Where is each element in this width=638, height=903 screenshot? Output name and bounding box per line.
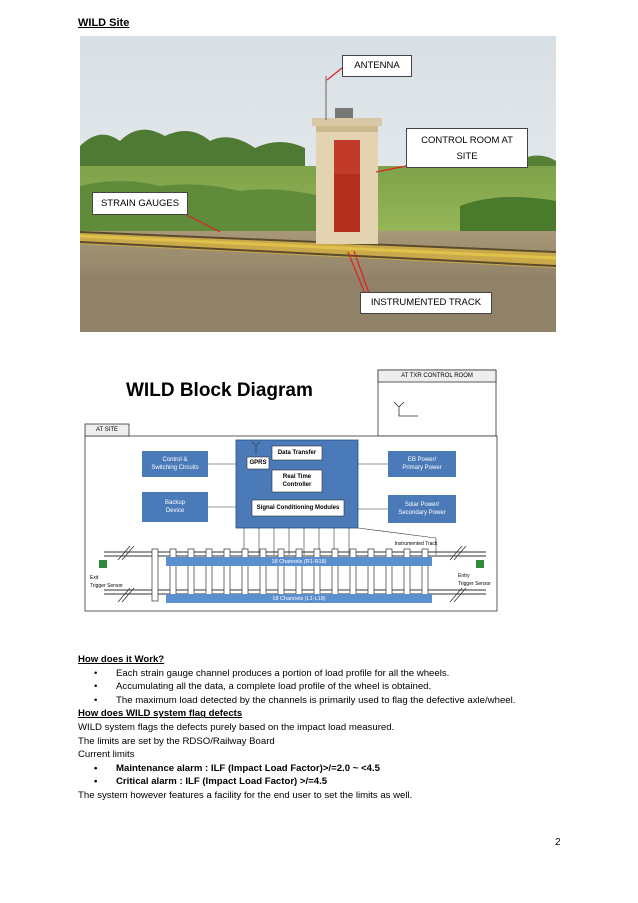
strain-gauges-callout: STRAIN GAUGES — [92, 192, 188, 215]
control-room-callout: CONTROL ROOM AT SITE — [406, 128, 528, 168]
backup-device-module: Backup Device — [164, 500, 185, 514]
channels-left-label: 18 Channels (L1-L18) — [272, 596, 326, 602]
block-diagram-drawing — [84, 369, 498, 612]
how-bullet-list: Each strain gauge channel produces a por… — [78, 667, 578, 708]
solar-power-module: Solar Power/ Secondary Power — [398, 502, 446, 516]
page-number: 2 — [555, 837, 561, 848]
body-text: How does it Work? Each strain gauge chan… — [78, 653, 578, 803]
flag-line: WILD system flags the defects purely bas… — [78, 721, 395, 733]
block-diagram: WILD Block Diagram AT TXR CONTROL ROOM A… — [84, 366, 498, 612]
page-title: WILD Site — [78, 17, 130, 29]
real-time-controller-module: Real Time Controller — [282, 474, 312, 488]
data-transfer-module: Data Transfer — [277, 450, 317, 456]
flag-line: Current limits — [78, 749, 135, 761]
eb-power-module: EB Power/ Primary Power — [402, 457, 442, 471]
control-room-callout-line2: SITE — [456, 151, 478, 162]
entry-trigger-sensor-label: Entry Trigger Sensor — [458, 573, 491, 587]
list-item: The maximum load detected by the channel… — [94, 694, 578, 708]
site-photo-illustration — [80, 36, 556, 332]
instrumented-track-callout: INSTRUMENTED TRACK — [360, 292, 492, 314]
at-site-label: AT SITE — [95, 427, 119, 433]
gprs-module: GPRS — [249, 460, 267, 466]
closing-line: The system however features a facility f… — [78, 789, 413, 801]
antenna-callout: ANTENNA — [342, 55, 412, 77]
channels-right-label: 18 Channels (R1-R18) — [271, 559, 327, 565]
txr-control-room-label: AT TXR CONTROL ROOM — [401, 373, 473, 379]
flag-heading: How does WILD system flag defects — [78, 708, 243, 720]
list-item: Accumulating all the data, a complete lo… — [94, 680, 578, 694]
list-item: Critical alarm : ILF (Impact Load Factor… — [94, 775, 578, 789]
list-item: Each strain gauge channel produces a por… — [94, 667, 578, 681]
signal-conditioning-module: Signal Conditioning Modules — [256, 505, 340, 511]
site-photo: ANTENNA CONTROL ROOM AT SITE STRAIN GAUG… — [80, 36, 556, 332]
control-switching-module: Control & Switching Circuits — [151, 457, 199, 471]
block-diagram-title: WILD Block Diagram — [126, 380, 313, 401]
exit-trigger-sensor-label: Exit Trigger Sensor — [90, 575, 123, 589]
how-heading: How does it Work? — [78, 654, 165, 665]
limit-bullet-list: Maintenance alarm : ILF (Impact Load Fac… — [78, 762, 578, 789]
control-room-callout-line1: CONTROL ROOM AT — [421, 135, 513, 146]
instrumented-track-label: Instrumented Track — [394, 541, 438, 547]
list-item: Maintenance alarm : ILF (Impact Load Fac… — [94, 762, 578, 776]
flag-line: The limits are set by the RDSO/Railway B… — [78, 735, 275, 747]
